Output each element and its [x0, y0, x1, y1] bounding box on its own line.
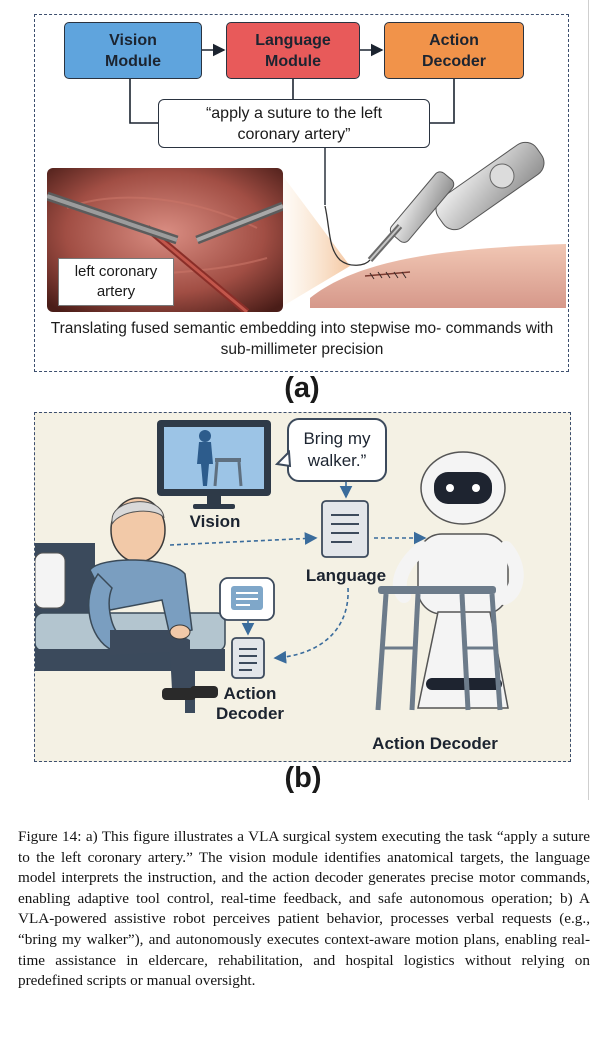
- arrow-man-language: [170, 538, 316, 545]
- panel-b-dashed-arrows: [0, 0, 608, 800]
- figure-caption: Figure 14: a) This figure illustrates a …: [18, 827, 590, 992]
- panel-b-label: (b): [263, 762, 343, 795]
- arrow-language-decoder: [275, 588, 348, 658]
- figure-caption-text: Figure 14: a) This figure illustrates a …: [18, 828, 590, 989]
